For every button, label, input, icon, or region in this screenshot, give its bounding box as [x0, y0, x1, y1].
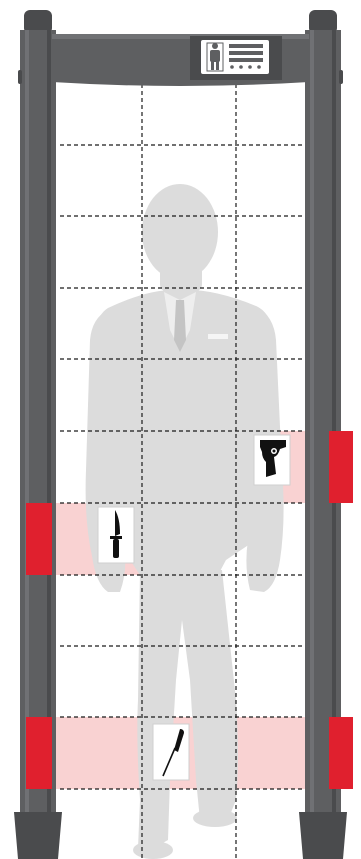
revolver-icon	[254, 435, 290, 485]
left-alert-marker-middle	[26, 503, 52, 575]
right-alert-marker-lower	[329, 717, 353, 789]
top-crossbar	[52, 34, 309, 86]
control-panel	[201, 40, 269, 74]
knife-icon	[98, 507, 134, 563]
left-alert-marker-lower	[26, 717, 52, 789]
right-alert-marker-upper	[329, 431, 353, 503]
screwdriver-icon	[153, 724, 189, 780]
